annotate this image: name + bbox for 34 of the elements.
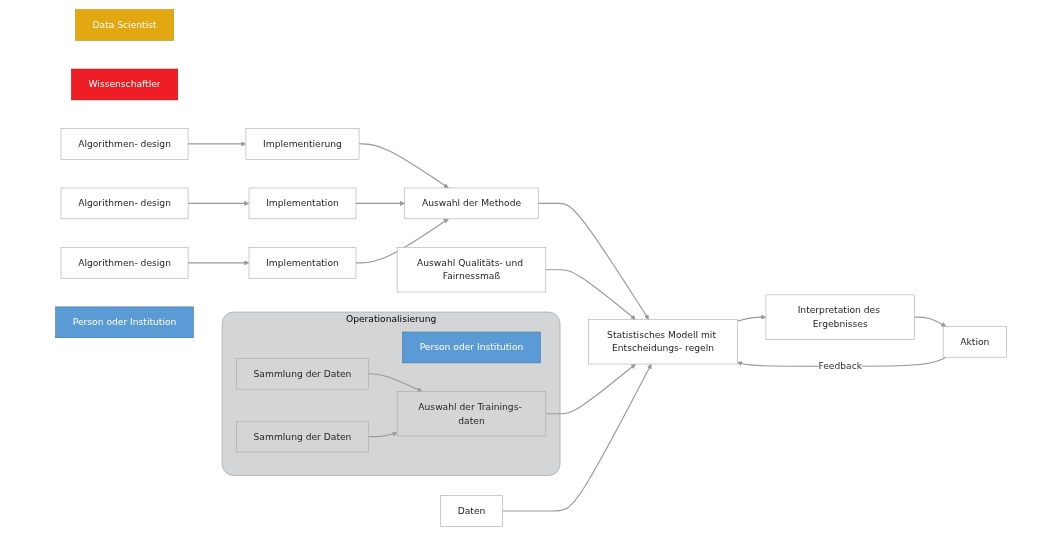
node-box: Algorithmen- design bbox=[60, 187, 189, 220]
arrow bbox=[501, 363, 652, 512]
node-box: Person oder Institution bbox=[55, 306, 194, 339]
node-box: Statistisches Modell mit Entscheidungs- regeln bbox=[588, 319, 738, 365]
node-box: Auswahl der Methode bbox=[404, 187, 539, 220]
node-box: Sammlung der Daten bbox=[236, 420, 369, 453]
arrow bbox=[187, 141, 247, 147]
arrow bbox=[537, 202, 649, 320]
arrow bbox=[545, 269, 636, 320]
arrow bbox=[187, 260, 250, 266]
arrow bbox=[736, 314, 767, 322]
node-box: Implementierung bbox=[245, 128, 360, 160]
arrow bbox=[187, 200, 250, 206]
node-box: Wissenschaftler bbox=[71, 68, 178, 101]
arrow bbox=[913, 316, 947, 327]
node-box: Daten bbox=[440, 495, 503, 527]
arrow bbox=[367, 431, 398, 438]
node-box: Person oder Institution bbox=[402, 331, 541, 364]
node-box: Implementation bbox=[248, 247, 357, 279]
edge-label: Feedback bbox=[818, 360, 862, 372]
arrow bbox=[545, 363, 636, 415]
node-box: Implementation bbox=[248, 187, 357, 220]
node-box: Aktion bbox=[942, 326, 1007, 358]
node-box: Algorithmen- design bbox=[60, 128, 189, 160]
arrow bbox=[355, 218, 449, 264]
node-box: Auswahl der Trainings- daten bbox=[396, 391, 547, 437]
arrow bbox=[355, 200, 405, 206]
node-box: Algorithmen- design bbox=[60, 247, 189, 279]
arrow bbox=[367, 373, 423, 392]
node-box: Sammlung der Daten bbox=[236, 358, 369, 390]
node-box: Auswahl Qualitäts- und Fairnessmaß bbox=[396, 247, 547, 293]
arrow bbox=[358, 143, 449, 189]
node-box: Interpretation des Ergebnisses bbox=[765, 294, 915, 340]
node-box: Data Scientist bbox=[75, 9, 174, 41]
